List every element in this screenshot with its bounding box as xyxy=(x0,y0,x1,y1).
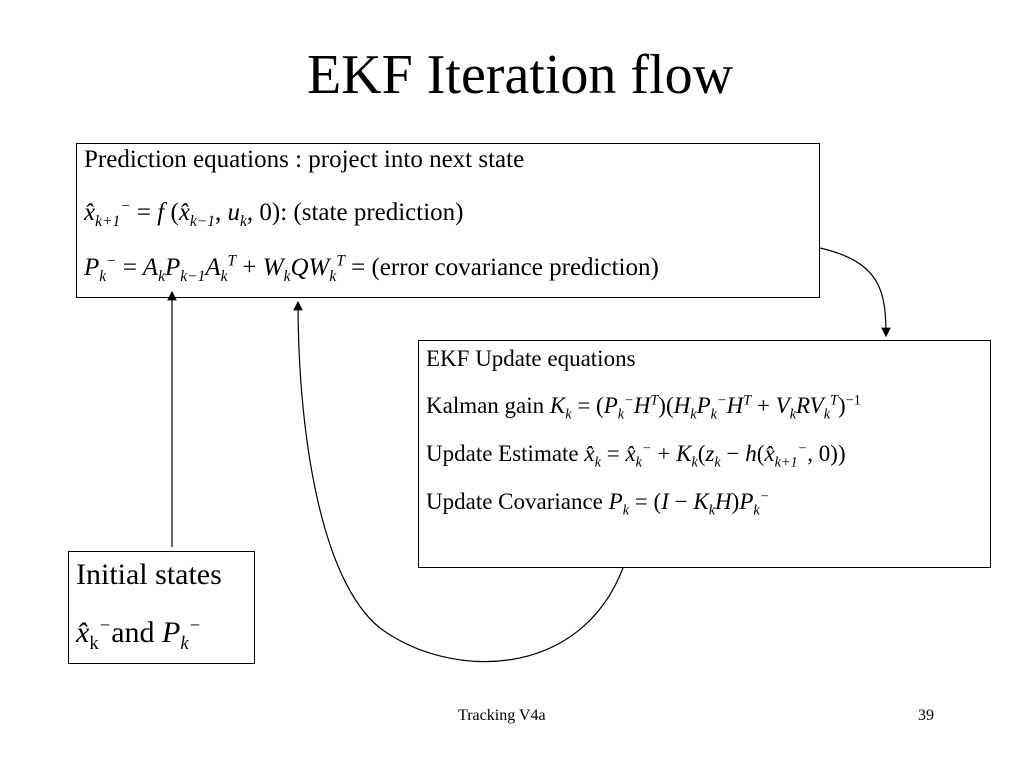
kalman-gain-equation: Kalman gain Kk = (Pk−HT)(HkPk−HT + VkRVk… xyxy=(426,392,861,423)
footer-title: Tracking V4a xyxy=(458,707,546,724)
update-equations-box: EKF Update equations Kalman gain Kk = (P… xyxy=(418,340,991,568)
kalman-gain-formula: Kk = (Pk−HT)(HkPk−HT + VkRVkT)−1 xyxy=(549,392,861,423)
initial-state-symbol: x̂k− xyxy=(76,615,112,654)
update-estimate-label: Update Estimate xyxy=(426,441,579,466)
initial-states-formula: x̂k−and Pk− xyxy=(76,615,202,654)
initial-heading: Initial states xyxy=(76,558,222,591)
covariance-prediction-equation: Pk− = AkPk−1AkT + WkQWkT = (error covari… xyxy=(84,252,659,285)
state-prediction-label: : (state prediction) xyxy=(280,199,464,226)
initial-states-box: Initial states x̂k−and Pk− xyxy=(68,551,255,664)
kalman-gain-label: Kalman gain xyxy=(426,393,545,418)
prediction-equations-box: Prediction equations : project into next… xyxy=(76,143,820,298)
update-heading: EKF Update equations xyxy=(426,346,636,371)
update-estimate-equation: Update Estimate x̂k = x̂k− + Kk(zk − h(x… xyxy=(426,440,846,471)
covariance-prediction-label: = (error covariance prediction) xyxy=(351,254,659,281)
prediction-heading: Prediction equations : project into next… xyxy=(84,146,525,173)
update-estimate-formula: x̂k = x̂k− + Kk(zk − h(x̂k+1−, 0)) xyxy=(584,440,846,471)
slide-title: EKF Iteration flow xyxy=(306,44,734,106)
initial-covariance-symbol: Pk− xyxy=(162,615,202,654)
state-prediction-equation: x̂k+1− = f (x̂k−1, uk, 0): (state predic… xyxy=(84,197,464,230)
update-to-prediction-arrow xyxy=(293,300,624,663)
update-covariance-formula: Pk = (I − KkH)Pk− xyxy=(608,488,770,519)
state-prediction-formula: x̂k+1− = f (x̂k−1, uk, 0) xyxy=(84,197,281,230)
covariance-prediction-formula: Pk− = AkPk−1AkT + WkQWkT xyxy=(84,252,345,285)
prediction-to-update-arrow xyxy=(819,247,891,338)
update-covariance-equation: Update Covariance Pk = (I − KkH)Pk− xyxy=(426,488,770,519)
update-covariance-label: Update Covariance xyxy=(426,489,603,514)
page-number: 39 xyxy=(918,707,934,724)
initial-and-label: and xyxy=(111,616,155,649)
